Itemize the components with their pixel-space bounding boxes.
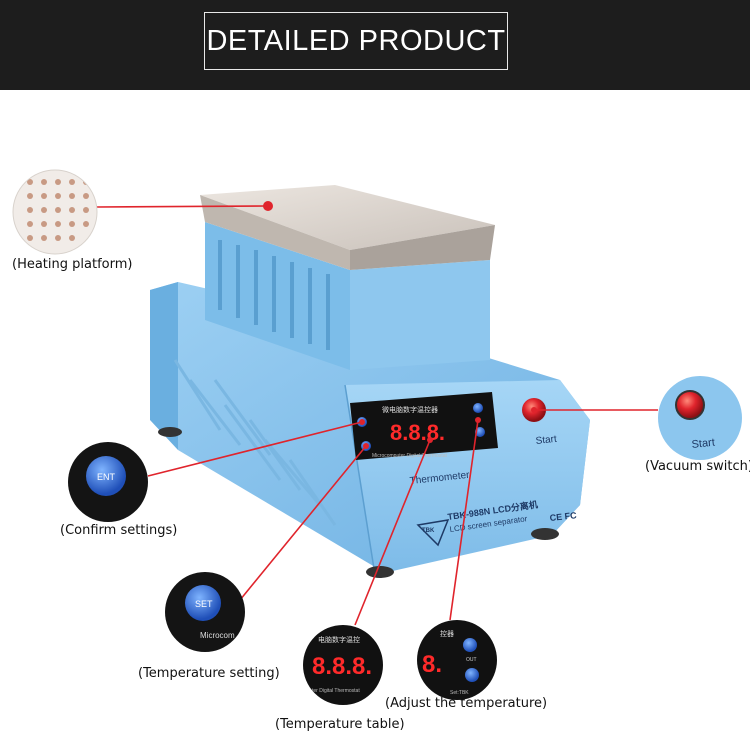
caption-vacuum-switch: (Vacuum switch) xyxy=(645,459,750,474)
cert-marks: CE FC xyxy=(549,510,577,523)
banner-title: DETAILED PRODUCT xyxy=(206,24,506,57)
zoom-arrows-subtext: Set:TBK xyxy=(450,690,469,696)
start-label: Start xyxy=(535,434,557,447)
zoom-readout: 8.8.8. xyxy=(312,653,372,680)
caption-temperature-table: (Temperature table) xyxy=(275,717,405,732)
banner-frame: DETAILED PRODUCT xyxy=(204,12,508,70)
caption-confirm-settings: (Confirm settings) xyxy=(60,523,178,538)
lcd-readout: 8.8.8. xyxy=(390,420,445,445)
zoom-arrows-readout: 8. xyxy=(422,651,442,678)
zoom-temperature-table: 电脑数字温控 8.8.8. ter Digital Thermostat xyxy=(303,625,383,705)
zoom-set-label: SET xyxy=(195,599,213,609)
zoom-out-label: OUT xyxy=(466,657,477,663)
brand-logo: TBK xyxy=(422,528,435,534)
panel-title: 微电脑数字温控器 xyxy=(382,405,438,414)
zoom-microcomputer-label: Microcom xyxy=(200,631,235,640)
zoom-adjust-temperature: 控器 8. OUT Set:TBK xyxy=(417,620,497,700)
caption-adjust-temperature: (Adjust the temperature) xyxy=(385,696,548,711)
heating-block xyxy=(200,185,495,370)
zoom-down-arrow-icon xyxy=(465,668,479,682)
header-banner: DETAILED PRODUCT xyxy=(0,0,750,90)
heating-platform xyxy=(200,185,495,250)
up-arrow-button[interactable] xyxy=(473,403,483,413)
zoom-panel-title: 电脑数字温控 xyxy=(318,635,360,644)
zoom-start-label: Start xyxy=(691,437,715,451)
panel-subtext: Microcomputer Digital Thermostat xyxy=(372,453,448,459)
zoom-arrows-title: 控器 xyxy=(440,629,454,638)
zoom-ent-label: ENT xyxy=(97,472,116,482)
zoom-heating-platform xyxy=(12,169,98,255)
caption-temperature-setting: (Temperature setting) xyxy=(138,666,280,681)
zoom-vacuum-switch: Start xyxy=(658,376,742,460)
zoom-confirm-settings: ENT xyxy=(68,442,148,522)
tbk-logo-icon xyxy=(416,519,450,547)
zoom-panel-subtext: ter Digital Thermostat xyxy=(312,688,360,694)
callout-lines xyxy=(96,205,658,626)
caption-heating-platform: (Heating platform) xyxy=(12,257,133,272)
control-panel: 微电脑数字温控器 8.8.8. Microcomputer Digital Th… xyxy=(350,392,578,547)
down-arrow-button[interactable] xyxy=(475,427,485,437)
zoom-temperature-setting: SET Microcom xyxy=(165,572,245,652)
zoom-up-arrow-icon xyxy=(463,638,477,652)
